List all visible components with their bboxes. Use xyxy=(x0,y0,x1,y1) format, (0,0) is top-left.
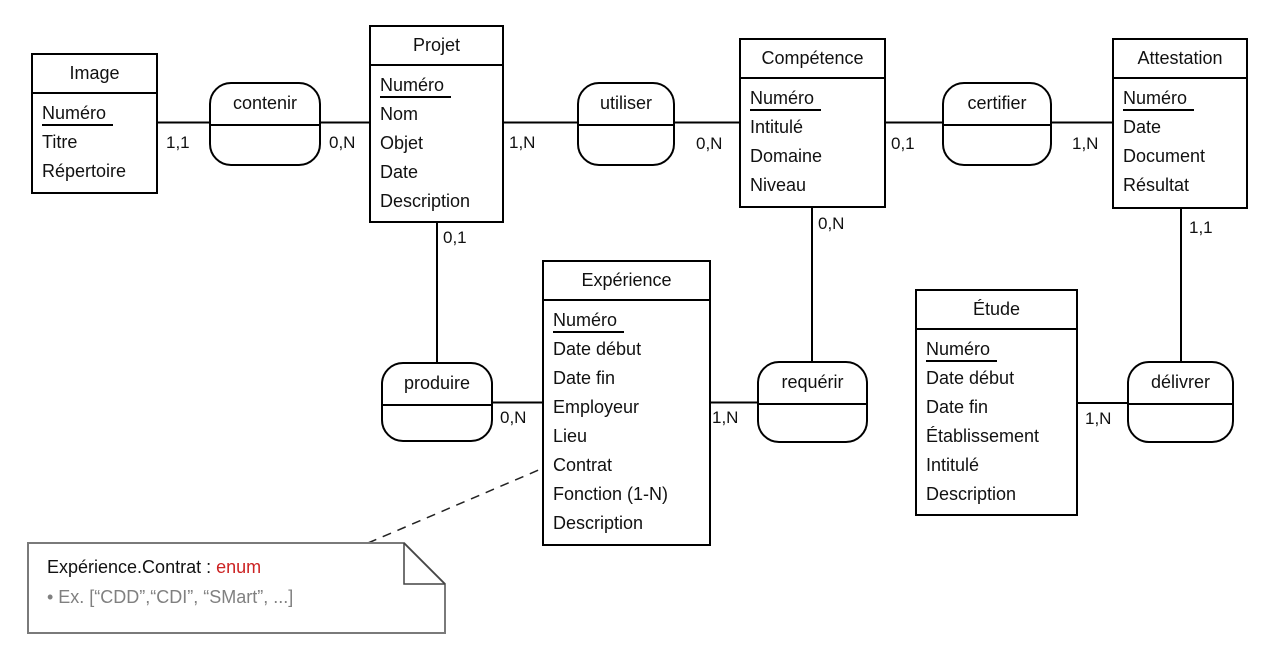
cardinality-label: 0,N xyxy=(329,133,356,152)
relation-label: utiliser xyxy=(579,84,673,126)
relation-label: certifier xyxy=(944,84,1050,126)
entity-attributes: Numéro Titre Répertoire xyxy=(33,94,156,192)
entity-attribute: Description xyxy=(380,191,471,211)
connector-note-experience xyxy=(367,465,549,544)
relation-label: délivrer xyxy=(1129,363,1232,405)
cardinality-label: 0,1 xyxy=(891,134,915,153)
entity-attribute: Date début xyxy=(553,339,642,359)
entity-attestation: Attestation Numéro Date Document Résulta… xyxy=(1112,38,1248,209)
note-shape xyxy=(27,542,446,634)
cardinality-label: 0,N xyxy=(818,214,845,233)
cardinality-label: 1,1 xyxy=(1189,218,1213,237)
entity-title: Projet xyxy=(371,27,502,66)
entity-competence: Compétence Numéro Intitulé Domaine Nivea… xyxy=(739,38,886,208)
entity-attribute: Description xyxy=(553,513,644,533)
relation-contenir: contenir xyxy=(209,82,321,166)
relation-produire: produire xyxy=(381,362,493,442)
entity-attribute: Date fin xyxy=(926,397,989,417)
entity-attribute: Lieu xyxy=(553,426,588,446)
entity-projet: Projet Numéro Nom Objet Date Description xyxy=(369,25,504,223)
entity-attribute: Description xyxy=(926,484,1017,504)
key-text: Numéro xyxy=(1123,88,1195,111)
entity-attribute: Objet xyxy=(380,133,424,153)
entity-etude: Étude Numéro Date début Date fin Établis… xyxy=(915,289,1078,516)
entity-title: Image xyxy=(33,55,156,94)
entity-attribute: Date fin xyxy=(553,368,616,388)
entity-attribute: Date xyxy=(380,162,419,182)
entity-title: Compétence xyxy=(741,40,884,79)
entity-attribute: Titre xyxy=(42,132,78,152)
entity-key-attribute: Numéro xyxy=(42,99,147,128)
relation-certifier: certifier xyxy=(942,82,1052,166)
relation-label: requérir xyxy=(759,363,866,405)
relation-requerir: requérir xyxy=(757,361,868,443)
cardinality-label: 1,N xyxy=(1085,409,1112,428)
entity-attributes: Numéro Date début Date fin Employeur Lie… xyxy=(544,301,709,544)
entity-attribute: Employeur xyxy=(553,397,640,417)
entity-attribute: Contrat xyxy=(553,455,613,475)
relation-utiliser: utiliser xyxy=(577,82,675,166)
entity-title: Attestation xyxy=(1114,40,1246,79)
cardinality-label: 0,1 xyxy=(443,228,467,247)
entity-attribute: Date début xyxy=(926,368,1015,388)
entity-attribute: Domaine xyxy=(750,146,823,166)
entity-attributes: Numéro Date début Date fin Établissement… xyxy=(917,330,1076,515)
entity-attribute: Nom xyxy=(380,104,419,124)
key-text: Numéro xyxy=(553,310,625,333)
relation-label: contenir xyxy=(211,84,319,126)
entity-attribute: Intitulé xyxy=(750,117,804,137)
relation-label: produire xyxy=(383,364,491,406)
entity-attribute: Répertoire xyxy=(42,161,127,181)
note-fold-icon xyxy=(403,542,446,585)
entity-key-attribute: Numéro xyxy=(926,335,1067,364)
note-title: Expérience.Contrat : enum xyxy=(47,557,261,578)
note-example: • Ex. [“CDD”,“CDI”, “SMart”, ...] xyxy=(47,587,294,607)
entity-key-attribute: Numéro xyxy=(553,306,700,335)
key-text: Numéro xyxy=(750,88,822,111)
entity-key-attribute: Numéro xyxy=(750,84,875,113)
note-type-value: enum xyxy=(216,557,262,577)
entity-attribute: Niveau xyxy=(750,175,807,195)
entity-experience: Expérience Numéro Date début Date fin Em… xyxy=(542,260,711,546)
note-subject: Expérience.Contrat : xyxy=(47,557,217,577)
relation-delivrer: délivrer xyxy=(1127,361,1234,443)
entity-attribute: Date xyxy=(1123,117,1162,137)
key-text: Numéro xyxy=(926,339,998,362)
entity-attribute: Fonction (1-N) xyxy=(553,484,669,504)
cardinality-label: 0,N xyxy=(500,408,527,427)
cardinality-label: 1,1 xyxy=(166,133,190,152)
cardinality-label: 0,N xyxy=(696,134,723,153)
entity-title: Expérience xyxy=(544,262,709,301)
entity-attributes: Numéro Nom Objet Date Description xyxy=(371,66,502,222)
entity-attribute: Document xyxy=(1123,146,1206,166)
entity-attributes: Numéro Intitulé Domaine Niveau xyxy=(741,79,884,206)
entity-image: Image Numéro Titre Répertoire xyxy=(31,53,158,194)
cardinality-label: 1,N xyxy=(509,133,536,152)
cardinality-label: 1,N xyxy=(712,408,739,427)
entity-title: Étude xyxy=(917,291,1076,330)
entity-attribute: Résultat xyxy=(1123,175,1190,195)
key-text: Numéro xyxy=(42,103,114,126)
entity-attribute: Intitulé xyxy=(926,455,980,475)
key-text: Numéro xyxy=(380,75,452,98)
entity-key-attribute: Numéro xyxy=(380,71,493,100)
cardinality-label: 1,N xyxy=(1072,134,1099,153)
entity-key-attribute: Numéro xyxy=(1123,84,1237,113)
entity-attributes: Numéro Date Document Résultat xyxy=(1114,79,1246,206)
entity-attribute: Établissement xyxy=(926,426,1040,446)
